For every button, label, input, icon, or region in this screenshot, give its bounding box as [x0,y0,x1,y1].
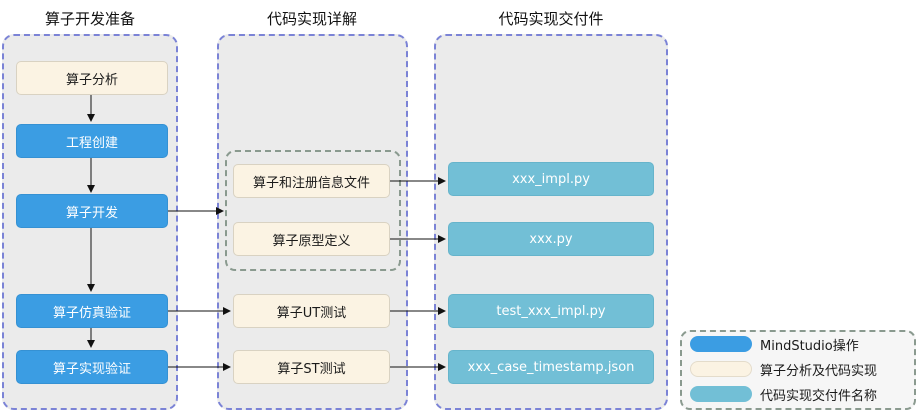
legend-label-mindstudio: MindStudio操作 [760,339,859,354]
legend-label-analysis: 算子分析及代码实现 [760,364,878,379]
deliverable-impl-py: xxx_impl.py [448,162,654,196]
registration-group [225,150,401,271]
column-title-code: 代码实现详解 [266,10,357,28]
legend: MindStudio操作 算子分析及代码实现 代码实现交付件名称 [680,330,916,410]
legend-swatch-mindstudio [690,336,752,352]
step-st-test: 算子ST测试 [233,350,390,384]
step-operator-analysis: 算子分析 [16,61,168,95]
step-simulation-verify: 算子仿真验证 [16,294,168,328]
step-prototype-define: 算子原型定义 [233,222,390,256]
column-title-deliverables: 代码实现交付件 [498,10,604,28]
legend-label-deliverables: 代码实现交付件名称 [760,389,878,404]
legend-swatch-deliverables [690,386,752,402]
step-project-create: 工程创建 [16,124,168,158]
deliverable-case-json: xxx_case_timestamp.json [448,350,654,384]
legend-swatch-analysis [690,361,752,377]
step-ut-test: 算子UT测试 [233,294,390,328]
column-title-prep: 算子开发准备 [44,10,135,28]
step-registration-file: 算子和注册信息文件 [233,164,390,198]
deliverable-test-impl-py: test_xxx_impl.py [448,294,654,328]
deliverable-xxx-py: xxx.py [448,222,654,256]
step-operator-develop: 算子开发 [16,194,168,228]
step-implementation-verify: 算子实现验证 [16,350,168,384]
